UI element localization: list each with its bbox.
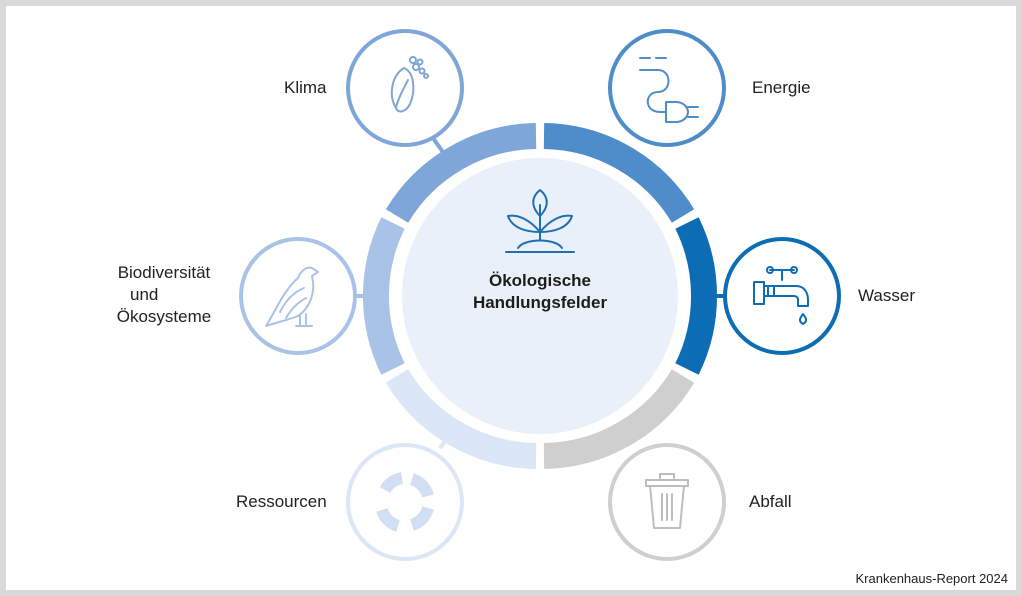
label-biodiversitaet-line3: Ökosysteme — [116, 307, 212, 326]
field-circle-ressourcen — [346, 443, 464, 561]
label-klima: Klima — [284, 78, 327, 97]
field-circle-klima — [346, 29, 464, 147]
label-biodiversitaet-line2: und — [130, 285, 159, 304]
center-title-line1: Ökologische — [488, 271, 592, 290]
field-circle-abfall — [608, 443, 726, 561]
ring-segment-energie — [543, 123, 695, 223]
label-energie: Energie — [752, 78, 811, 97]
plant-sprout-icon — [505, 189, 575, 253]
recycle-circle-icon — [376, 472, 434, 532]
ring-segment-abfall — [543, 369, 695, 469]
water-tap-icon — [753, 266, 809, 325]
source-credit: Krankenhaus-Report 2024 — [855, 571, 1009, 586]
center-title-line2: Handlungsfelder — [472, 293, 608, 312]
label-biodiversitaet-line1: Biodiversität — [117, 263, 211, 282]
bird-icon — [265, 266, 319, 327]
label-ressourcen: Ressourcen — [236, 492, 327, 511]
label-abfall: Abfall — [749, 492, 792, 511]
center-disc — [402, 158, 678, 434]
ring-segment-wasser — [675, 217, 717, 375]
label-biodiversitaet: Biodiversität und Ökosysteme — [108, 262, 220, 328]
ring-segment-biodiversitaet — [363, 217, 405, 375]
footprint-leaf-icon — [390, 56, 429, 113]
field-circle-energie — [608, 29, 726, 147]
ring-segment-ressourcen — [385, 369, 537, 469]
trash-bin-icon — [645, 473, 689, 529]
ring — [363, 123, 717, 469]
center-title: Ökologische Handlungsfelder — [420, 270, 660, 314]
ring-segment-klima — [385, 123, 537, 223]
field-circle-wasser — [723, 237, 841, 355]
field-circle-biodiversitaet — [239, 237, 357, 355]
power-plug-icon — [639, 57, 699, 123]
label-wasser: Wasser — [858, 286, 915, 305]
